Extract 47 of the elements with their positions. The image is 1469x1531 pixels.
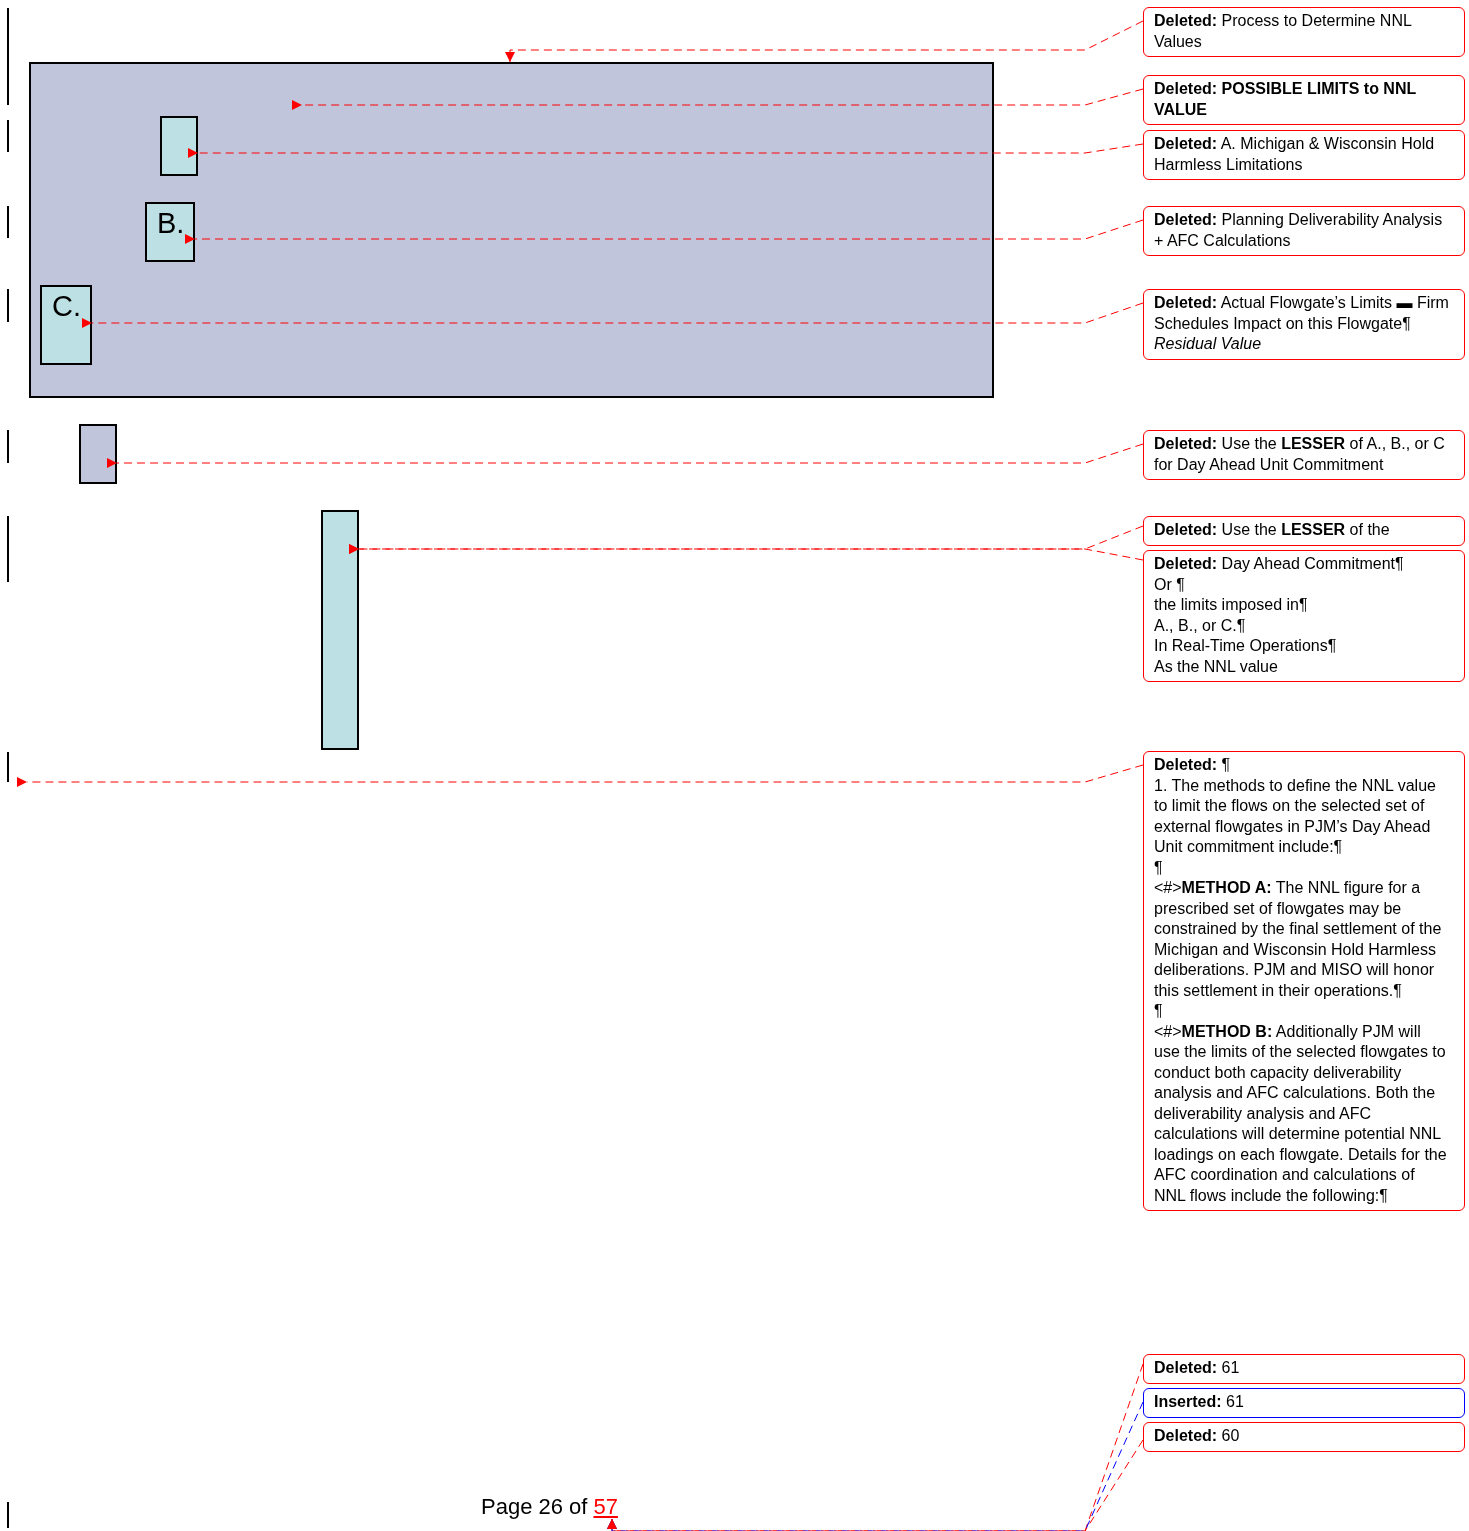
comment-text: Inserted: 61 [1154, 1392, 1245, 1412]
shape-box [79, 424, 117, 484]
comment-text: Deleted: Actual Flowgate’s Limits ▬ Firm Schedules Impact on this Flowgate¶ [1154, 293, 1450, 334]
comment-text: ¶ [1154, 1001, 1164, 1021]
comment-text: In Real-Time Operations¶ [1154, 636, 1338, 656]
comment-text: the limits imposed in¶ [1154, 595, 1309, 615]
page-total: 57 [593, 1494, 618, 1519]
comment-text: Deleted: A. Michigan & Wisconsin Hold Harmless Limitations [1154, 134, 1436, 175]
comment-balloon [1143, 751, 1465, 1211]
comment-text: ¶ [1154, 857, 1164, 878]
leader-line [505, 20, 1144, 63]
comment-text: Or ¶ [1154, 574, 1186, 595]
shape-box [321, 510, 359, 750]
comment-balloon [1143, 130, 1465, 180]
comment-balloon [1143, 1354, 1465, 1384]
comment-text: Residual Value [1154, 334, 1263, 354]
comment-text: Deleted: Planning Deliverability Analysis + AFC Calculations [1154, 210, 1444, 251]
comment-balloon [1143, 1422, 1465, 1452]
comment-balloon [1143, 430, 1465, 480]
comment-text: As the NNL value [1154, 656, 1279, 677]
comment-balloon [1143, 7, 1465, 57]
comment-text: Deleted: POSSIBLE LIMITS to NNL VALUE [1154, 79, 1417, 120]
comment-balloon [1143, 550, 1465, 682]
comment-text: Deleted: Day Ahead Commitment¶ [1154, 554, 1405, 574]
comment-text: A., B., or C.¶ [1154, 615, 1247, 636]
comment-text: Deleted: 61 [1154, 1358, 1241, 1378]
comment-text: Deleted: 60 [1154, 1426, 1241, 1446]
comment-balloon [1143, 75, 1465, 125]
shape-box [29, 62, 994, 398]
comment-balloon [1143, 1388, 1465, 1418]
comment-balloon [1143, 206, 1465, 256]
comment-text: Deleted: ¶ [1154, 755, 1232, 775]
comment-text: 1. The methods to define the NNL value to limit the flows on the selected set of external flowgates in PJM’s Day Ahead Unit commitment include:¶ [1154, 775, 1437, 857]
comment-text: <#>METHOD A: The NNL figure for a prescribed set of flowgates may be constrained by the final settlement of the Michigan and Wisconsin Hold Harmless deliberations. PJM and MISO will honor this settlement in their operations.¶ [1154, 878, 1443, 1001]
box-label: B. [157, 206, 185, 241]
shape-box [40, 285, 92, 365]
comment-text: Deleted: Use the LESSER of A., B., or C for Day Ahead Unit Commitment [1154, 434, 1446, 475]
shape-box [160, 116, 198, 176]
comment-text: <#>METHOD B: Additionally PJM will use the limits of the selected flowgates to conduct both capacity deliverability analysis and AFC calculations. Both the deliverability analysis and AFC calculations will determine potential NNL loadings on each flowgate. Details for the AFC coordination and calculations of NNL flows include the following:¶ [1154, 1021, 1448, 1206]
comment-balloon [1143, 516, 1465, 546]
box-label: C. [52, 289, 81, 324]
leader-line [607, 1439, 1144, 1531]
page-number: Page 26 of [481, 1494, 588, 1519]
comment-balloon [1143, 289, 1465, 360]
shape-box [145, 202, 195, 262]
comment-text: Deleted: Use the LESSER of the [1154, 520, 1391, 540]
comment-text: Deleted: Process to Determine NNL Values [1154, 11, 1413, 52]
